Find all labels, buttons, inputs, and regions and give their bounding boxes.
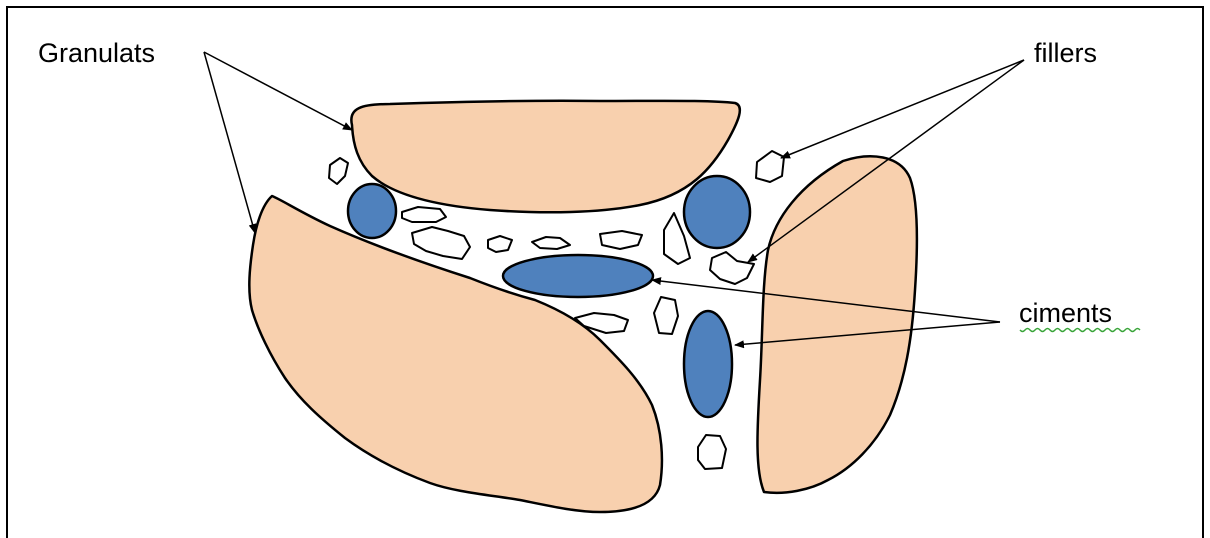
ciment-left-circle <box>348 184 396 238</box>
ciment-vertical-ellipse <box>684 311 732 417</box>
filler-11 <box>654 297 678 334</box>
label-fillers: fillers <box>1034 38 1097 68</box>
label-ciments: ciments <box>1019 298 1112 328</box>
ciment-horizontal-ellipse <box>503 255 653 297</box>
filler-2 <box>402 207 446 222</box>
label-granulats: Granulats <box>38 38 155 68</box>
filler-4 <box>488 236 512 252</box>
filler-12 <box>698 435 726 469</box>
ciment-right-circle <box>684 176 750 248</box>
filler-6 <box>600 231 642 249</box>
